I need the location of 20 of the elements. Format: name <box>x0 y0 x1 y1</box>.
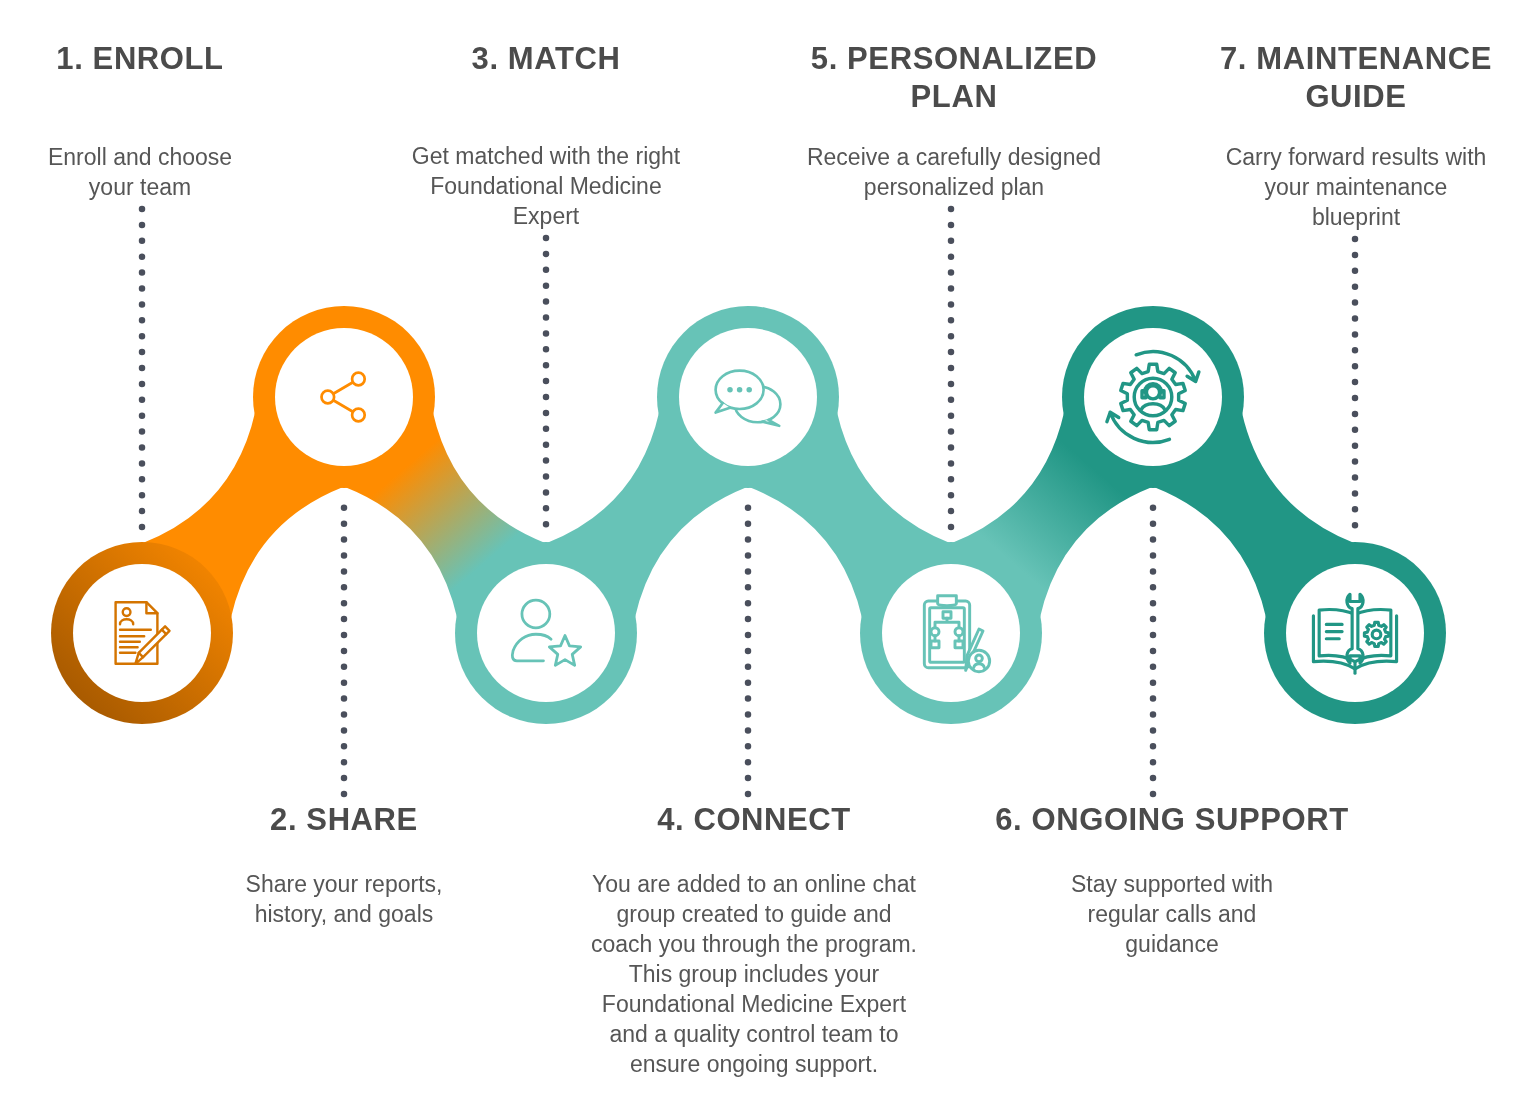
step-description: Carry forward results with your maintenance blueprint <box>1224 143 1488 232</box>
step-description: Stay supported with regular calls and guidance <box>1070 870 1274 959</box>
step-heading: 5. PERSONALIZED PLAN <box>809 40 1099 116</box>
ribbon-band <box>749 411 950 619</box>
step-heading: 4. CONNECT <box>657 801 851 839</box>
ribbon-band <box>142 411 344 619</box>
ribbon-band <box>951 411 1153 619</box>
step-heading: 3. MATCH <box>471 40 621 78</box>
step-description: Share your reports, history, and goals <box>244 870 444 929</box>
ribbon-band <box>1153 411 1355 619</box>
step-description: Enroll and choose your team <box>46 143 234 202</box>
step-heading: 6. ONGOING SUPPORT <box>995 801 1349 839</box>
step-description: Get matched with the right Foundational Medicine Expert <box>410 142 682 231</box>
step-heading: 7. MAINTENANCE GUIDE <box>1219 40 1493 116</box>
step-description: Receive a carefully designed personalized plan <box>805 143 1103 202</box>
step-heading: 2. SHARE <box>270 801 418 839</box>
step-heading: 1. ENROLL <box>56 40 224 78</box>
ribbon-band <box>344 411 546 619</box>
ribbon-band <box>546 411 748 619</box>
step-description: You are added to an online chat group created to guide and coach you through the program. This group includes your Foundational Medicine Expert and a quality control team to ensure ongoing support. <box>589 870 918 1079</box>
